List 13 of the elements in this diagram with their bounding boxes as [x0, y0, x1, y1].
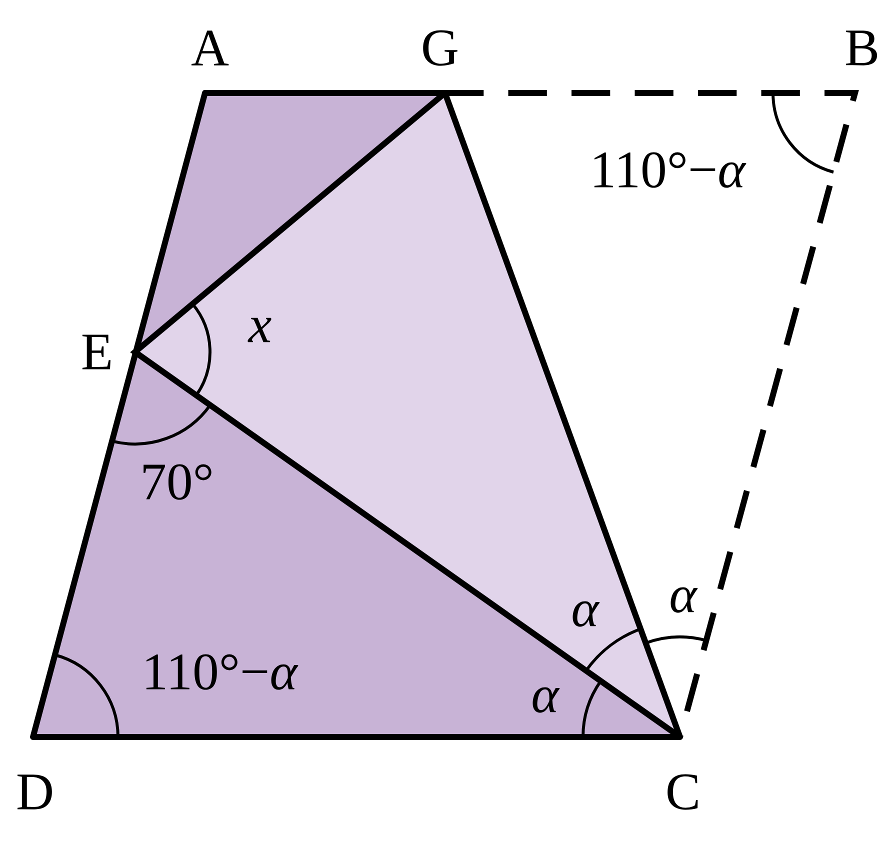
point-label: E [82, 334, 110, 370]
angle-label: α [572, 601, 600, 627]
point-label: C [668, 774, 698, 810]
point-label: G [423, 30, 458, 66]
point-label: D [17, 774, 52, 810]
angle-label: 110°−α [594, 152, 746, 188]
point-label: B [846, 30, 878, 66]
angle-label: α [532, 687, 560, 713]
point-label: A [192, 30, 229, 66]
angle-label: x [248, 318, 272, 342]
angle-label: 70° [144, 464, 212, 500]
angle-label: 110°−α [146, 654, 298, 690]
angle-label: α [670, 587, 698, 613]
